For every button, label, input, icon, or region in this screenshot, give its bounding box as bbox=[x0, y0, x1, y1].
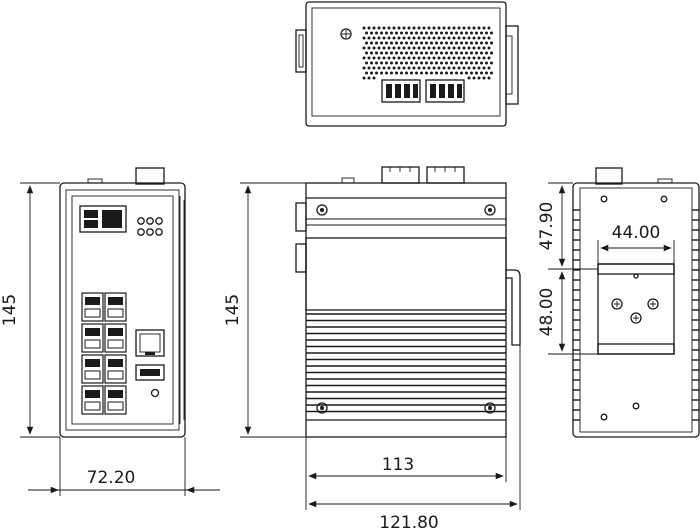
dimension-label: 47.90 bbox=[537, 202, 557, 251]
dimension-label: 145 bbox=[223, 294, 243, 326]
dimension-side-depth-inner: 113 bbox=[305, 437, 507, 510]
rear-view bbox=[572, 167, 700, 438]
dimension-front-height: 145 bbox=[0, 182, 60, 438]
dimension-label: 48.00 bbox=[537, 288, 557, 337]
dimension-rear-offsets: 47.90 48.00 bbox=[537, 182, 598, 355]
terminal-block-left bbox=[381, 79, 421, 103]
sfp-port bbox=[104, 292, 127, 322]
terminal-block-right bbox=[425, 79, 465, 103]
dimension-label: 121.80 bbox=[379, 513, 438, 532]
sfp-port bbox=[81, 354, 104, 384]
sfp-port bbox=[104, 354, 127, 384]
sfp-port bbox=[81, 323, 104, 353]
dimension-side-height: 145 bbox=[223, 182, 306, 438]
heatsink-fins bbox=[306, 313, 506, 413]
dimension-label: 145 bbox=[0, 294, 20, 326]
dimension-label: 44.00 bbox=[612, 223, 661, 243]
dimension-label: 72.20 bbox=[87, 468, 136, 488]
ventilation-holes bbox=[362, 26, 493, 80]
sfp-port bbox=[81, 385, 104, 415]
rear-side-ribs bbox=[573, 209, 699, 421]
front-view bbox=[59, 167, 186, 438]
top-view bbox=[295, 1, 519, 127]
dimension-side-depth-overall: 121.80 bbox=[308, 345, 521, 532]
sfp-port bbox=[104, 385, 127, 415]
side-view bbox=[295, 166, 521, 438]
sfp-port-grid bbox=[81, 292, 127, 415]
sfp-port bbox=[81, 292, 104, 322]
dimension-front-width: 72.20 bbox=[28, 437, 220, 496]
dimension-label: 113 bbox=[382, 455, 414, 475]
sfp-port bbox=[104, 323, 127, 353]
dimension-rear-rail-width: 44.00 bbox=[597, 223, 675, 264]
